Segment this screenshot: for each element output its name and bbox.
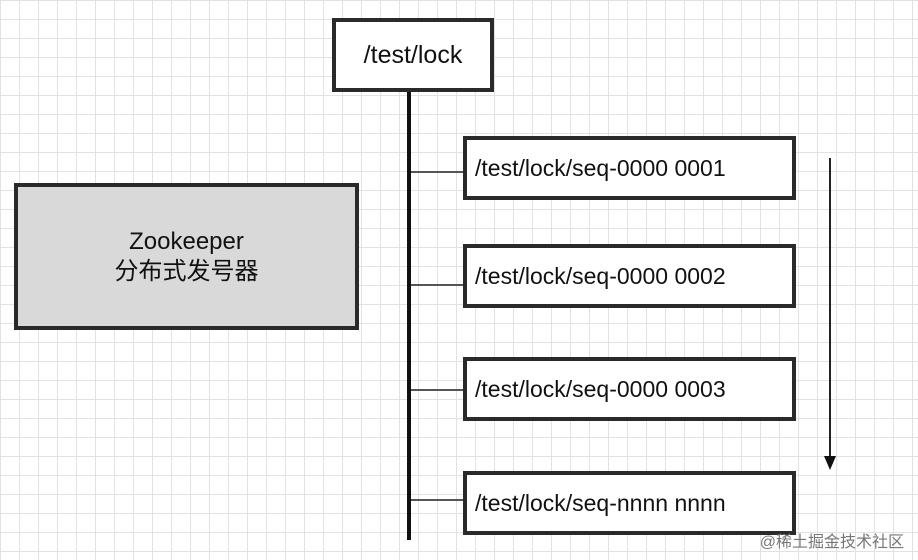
child-node-label: /test/lock/seq-nnnn nnnn	[475, 489, 726, 516]
branch-connector	[411, 284, 463, 286]
child-node-seq-n: /test/lock/seq-nnnn nnnn	[463, 471, 796, 535]
child-node-label: /test/lock/seq-0000 0002	[475, 262, 726, 289]
child-node-label: /test/lock/seq-0000 0003	[475, 375, 726, 402]
order-arrow-line	[829, 158, 831, 458]
zookeeper-title: Zookeeper	[129, 227, 244, 255]
child-node-seq-1: /test/lock/seq-0000 0001	[463, 136, 796, 200]
tree-trunk-line	[407, 92, 411, 540]
branch-connector	[411, 389, 463, 391]
zookeeper-issuer-box: Zookeeper 分布式发号器	[14, 183, 359, 330]
branch-connector	[411, 171, 463, 173]
watermark: @稀土掘金技术社区	[759, 534, 904, 551]
zookeeper-subtitle: 分布式发号器	[114, 257, 259, 285]
branch-connector	[411, 499, 463, 501]
root-node-label: /test/lock	[363, 40, 463, 69]
child-node-seq-3: /test/lock/seq-0000 0003	[463, 357, 796, 421]
child-node-label: /test/lock/seq-0000 0001	[475, 154, 726, 181]
down-arrow-icon	[824, 456, 836, 470]
child-node-seq-2: /test/lock/seq-0000 0002	[463, 244, 796, 308]
root-node-lock: /test/lock	[332, 18, 494, 92]
